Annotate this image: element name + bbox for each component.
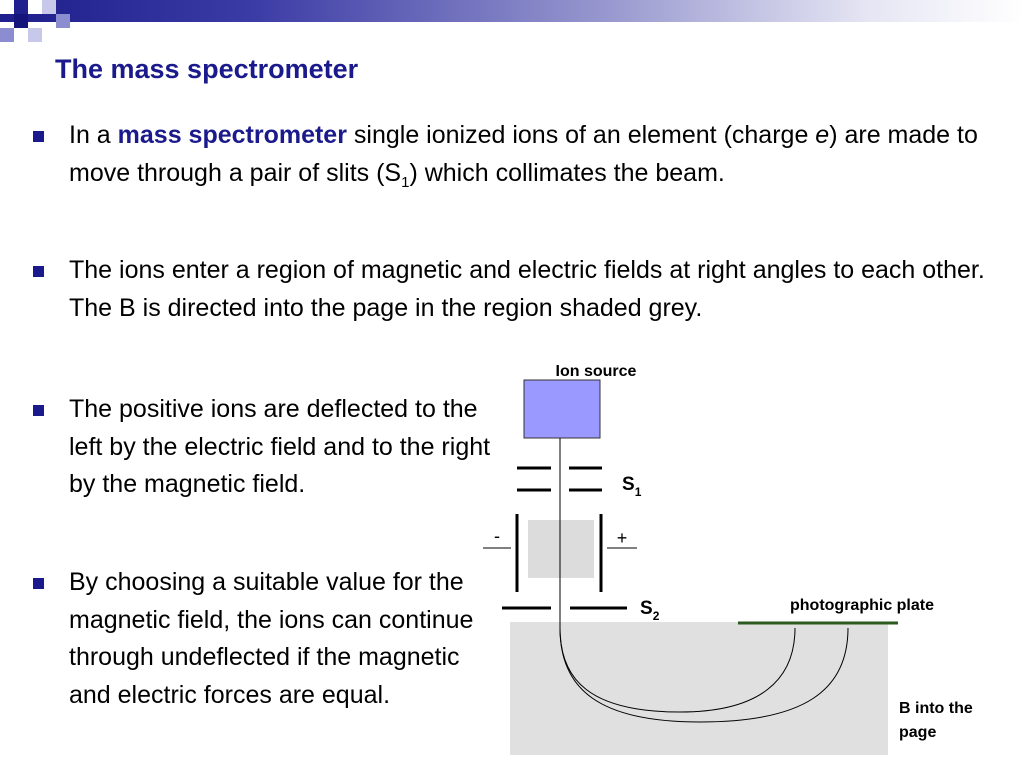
bullet-marker [33,578,44,589]
plus-sign: + [617,528,628,548]
slide-title: The mass spectrometer [55,54,359,84]
s2-label: S2 [640,598,660,623]
bullet-marker [33,266,44,277]
term-mass-spectrometer: mass spectrometer [117,121,347,149]
ion-source-label: Ion source [556,363,637,380]
minus-sign: - [494,526,500,546]
bullet-marker [33,131,44,142]
slit-s1 [517,466,602,492]
crossed-fields-region [528,520,594,578]
b-field-label-line1: B into the [899,700,973,717]
ion-path-light [559,627,796,713]
bullet-text-3: The positive ions are deflected to the l… [69,395,491,498]
bullet-marker [33,405,44,416]
photographic-plate-label: photographic plate [790,597,934,614]
b-field-label-line2: page [899,724,936,741]
bullet-text-4: By choosing a suitable value for the mag… [69,568,474,709]
ion-source-box [523,379,601,439]
bullet-text-2: The ions enter a region of magnetic and … [69,256,985,322]
b-field-region [510,622,888,755]
bullet-text-1: In a mass spectrometer single ionized io… [69,121,978,191]
ion-path-heavy [559,627,849,723]
s1-label: S1 [622,474,642,499]
header-gradient-bar [0,0,1024,22]
